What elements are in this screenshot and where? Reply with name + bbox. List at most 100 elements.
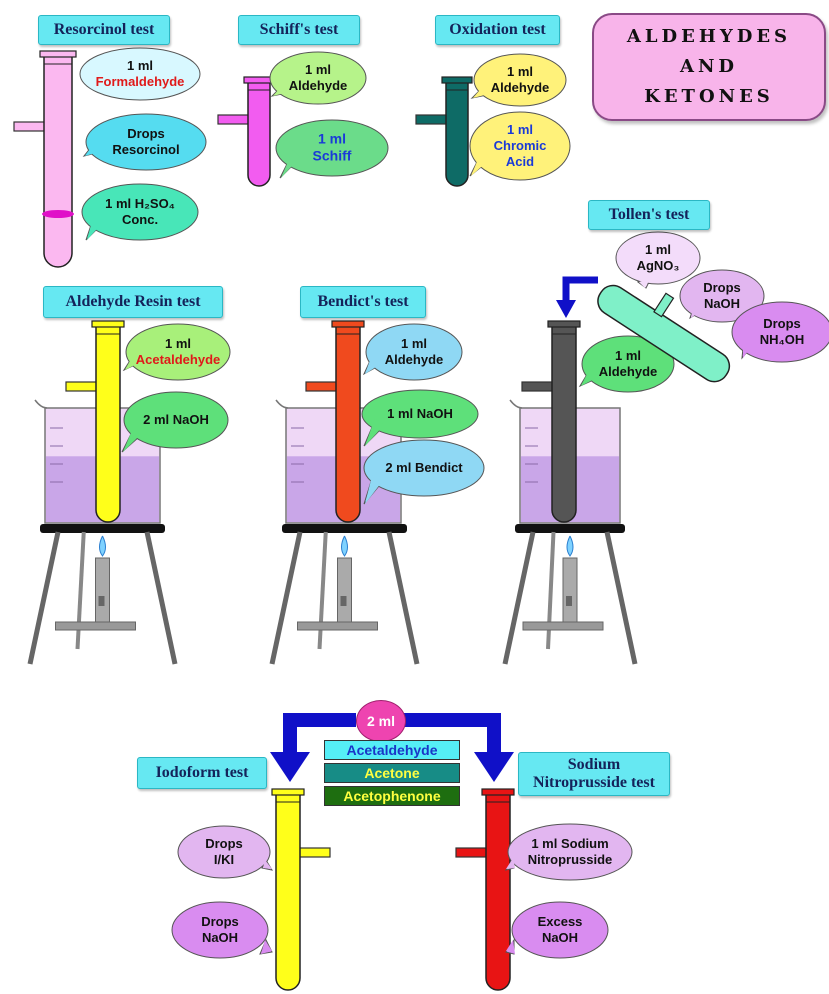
bubble-schiff-1-shape xyxy=(269,51,367,105)
bubble-bendict-1-shape xyxy=(365,323,463,381)
oxidation-tube-side-arm xyxy=(415,114,449,125)
bubble-iodoform-2-tail-fill xyxy=(261,940,272,954)
bubble-resin-1-shape xyxy=(125,323,231,381)
resorcinol-tube-body xyxy=(43,51,73,268)
bubble-bendict-1-line-1: 1 ml xyxy=(401,336,427,351)
bubble-tollen-1-line-2: AgNO₃ xyxy=(637,258,680,273)
bubble-resorcinol-2-shape xyxy=(85,113,207,171)
nitro-tube-side-arm xyxy=(455,847,489,858)
sample-acetophenone: Acetophenone xyxy=(324,786,460,806)
bubble-oxidation-1-line-2: Aldehyde xyxy=(491,80,550,95)
stand-resin-flame xyxy=(99,535,106,557)
bubble-bendict-2-line-1: 1 ml NaOH xyxy=(387,406,453,421)
stand-resin-leg-2 xyxy=(144,531,178,665)
bubble-resorcinol-1-line-1: 1 ml xyxy=(127,58,153,73)
schiff-tube xyxy=(217,76,275,187)
nitroprusside-label-line-1: Sodium xyxy=(567,756,621,774)
bubble-resorcinol-1-tail-fill xyxy=(85,70,106,89)
bubble-schiff-1-line-2: Aldehyde xyxy=(289,78,348,93)
stand-resin-burner-tube xyxy=(95,557,110,625)
bubble-tollen-2-line-2: NaOH xyxy=(704,296,740,311)
bubble-schiff-2-tail-fill xyxy=(281,150,300,178)
bubble-resorcinol-3-shape xyxy=(81,183,199,241)
title-box: ALDEHYDES AND KETONES xyxy=(592,13,826,121)
bubble-schiff-1-line-1: 1 ml xyxy=(305,62,331,77)
bubble-iodoform-2-line-2: NaOH xyxy=(202,930,238,945)
schiff-tube-rim xyxy=(243,76,275,84)
resin-test-label: Aldehyde Resin test xyxy=(43,286,223,318)
title-line-1: ALDEHYDES xyxy=(626,26,792,47)
bendict-tube-side-arm xyxy=(305,381,339,392)
beaker-bendict-spout xyxy=(275,399,289,409)
iodoform-tube-body xyxy=(275,789,301,991)
bubble-resin-1-line-2: Acetaldehyde xyxy=(136,352,221,367)
stand-bendict xyxy=(269,524,420,665)
bubble-oxidation-2-line-1: 1 ml xyxy=(507,122,533,137)
bubble-tollen-4-shape xyxy=(581,335,675,393)
sample-acetaldehyde: Acetaldehyde xyxy=(324,740,460,760)
stand-tollen xyxy=(502,524,638,665)
stand-bendict-burner-valve xyxy=(340,596,347,606)
beaker-resin-spout xyxy=(34,399,48,409)
arrow-left-shaft xyxy=(283,713,356,756)
stand-bendict-leg-2 xyxy=(386,531,420,665)
bubble-resin-2-tail-fill xyxy=(123,428,140,452)
bubble-oxidation-1-shape xyxy=(473,53,567,107)
bubble-oxidation-2-tail-fill xyxy=(471,152,490,176)
tollen-side-tube xyxy=(597,284,731,383)
bubble-bendict-2-shape xyxy=(361,389,479,439)
bubble-tollen-3-shape xyxy=(731,301,829,363)
tollen-pour-arrow-head xyxy=(556,300,576,318)
tollen-side-tube-arm xyxy=(653,292,675,318)
bubble-tollen-1-shape xyxy=(615,231,701,285)
title-line-2: AND xyxy=(679,56,739,77)
bubble-nitro-1-shape xyxy=(507,823,633,881)
bubble-resin-1-line-1: 1 ml xyxy=(165,336,191,351)
bubble-tollen-4-tail-fill xyxy=(581,366,598,386)
nitro-tube-rim xyxy=(481,788,515,796)
bubble-nitro-1-line-1: 1 ml Sodium xyxy=(531,836,608,851)
stand-resin xyxy=(27,524,178,665)
resin-tube xyxy=(65,320,125,523)
stand-bendict-burner-base xyxy=(297,621,378,631)
oxidation-tube-body xyxy=(445,77,469,187)
bubble-resorcinol-1-line-2: Formaldehyde xyxy=(96,74,185,89)
oxidation-tube xyxy=(415,76,473,187)
stand-tollen-flame xyxy=(566,535,574,557)
bubble-iodoform-2-shape xyxy=(171,901,269,959)
bubble-oxidation-2-shape xyxy=(469,111,571,181)
resorcinol-tube-side-arm xyxy=(13,121,47,132)
bubble-nitro-1-line-2: Nitroprusside xyxy=(528,852,613,867)
oxidation-tube-rim xyxy=(441,76,473,84)
beaker-tollen-spout xyxy=(509,399,523,409)
arrow-right-shaft xyxy=(404,713,501,756)
resin-tube-rim xyxy=(91,320,125,328)
nitroprusside-test-label: Sodium Nitroprusside test xyxy=(518,752,670,796)
schiff-test-label: Schiff's test xyxy=(238,15,360,45)
stand-resin-leg-1 xyxy=(27,531,61,665)
bubble-bendict-1-line-2: Aldehyde xyxy=(385,352,444,367)
bubble-resorcinol-2-line-1: Drops xyxy=(127,126,165,141)
nitro-tube-body xyxy=(485,789,511,991)
resorcinol-tube xyxy=(13,50,77,268)
bubble-tollen-1-line-1: 1 ml xyxy=(645,242,671,257)
stand-tollen-leg-2 xyxy=(604,531,638,665)
bubble-resorcinol-3-line-2: Conc. xyxy=(122,212,158,227)
stand-tollen-leg-3 xyxy=(546,531,556,650)
volume-circle: 2 ml xyxy=(356,700,406,742)
resin-tube-body xyxy=(95,321,121,523)
nitro-tube xyxy=(455,788,515,991)
schiff-tube-side-arm xyxy=(217,114,251,125)
iodoform-tube-side-arm xyxy=(297,847,331,858)
bubble-iodoform-1-line-2: I/KI xyxy=(214,852,234,867)
stand-tollen-burner-tube xyxy=(562,557,578,625)
bubble-tollen-3-line-2: NH₄OH xyxy=(760,332,804,347)
bubble-iodoform-1-line-1: Drops xyxy=(205,836,243,851)
bubble-resorcinol-2-tail-fill xyxy=(85,136,108,156)
bendict-tube xyxy=(305,320,365,523)
